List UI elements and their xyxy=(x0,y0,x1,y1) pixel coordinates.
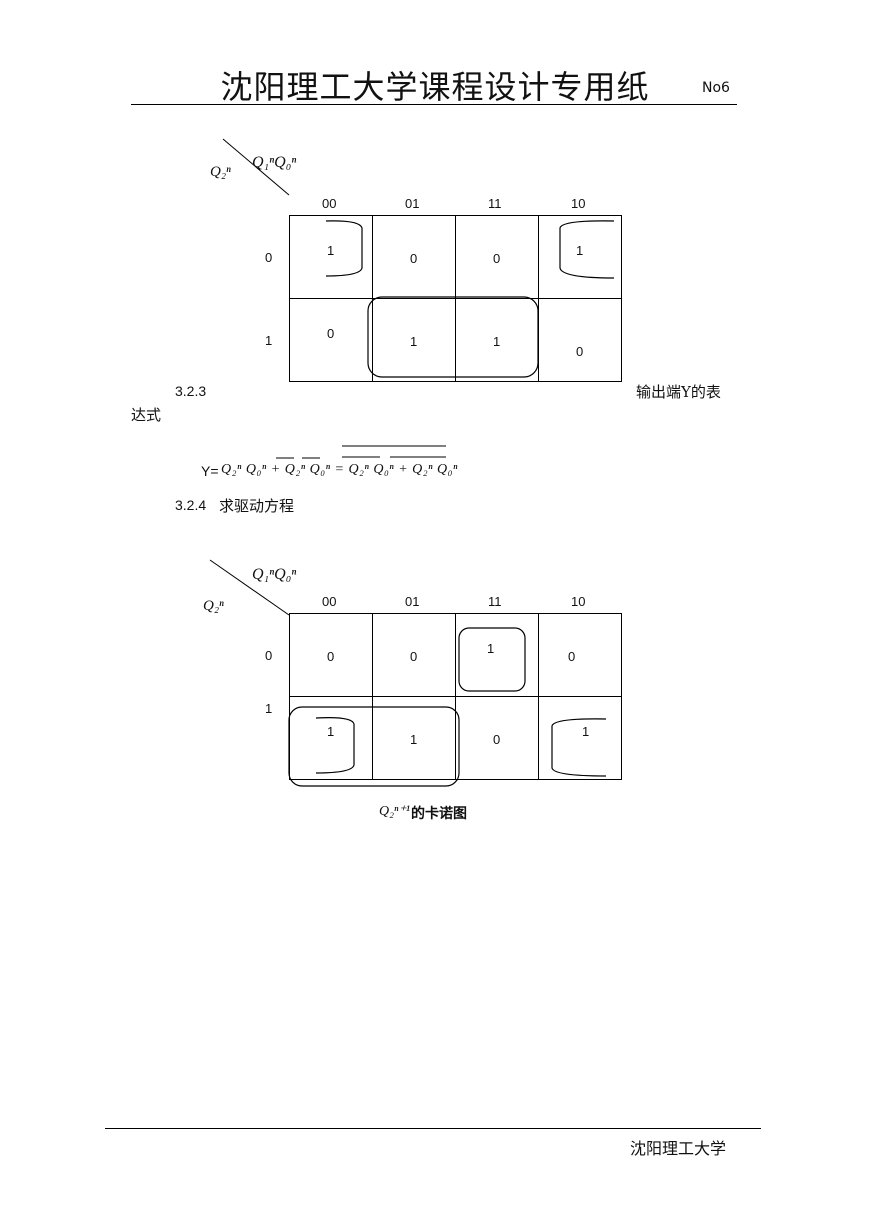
kmap-2-col-label: 11 xyxy=(488,594,502,609)
kmap-cell: 0 xyxy=(289,613,373,697)
kmap-cell: 0 xyxy=(538,298,622,382)
kmap-2-row-label: 0 xyxy=(265,648,273,663)
kmap-cell: 1 xyxy=(289,696,373,780)
equation-prefix: Y= xyxy=(201,463,219,479)
kmap-cell: 0 xyxy=(455,215,539,299)
kmap-2-row-label: 1 xyxy=(265,701,273,716)
kmap-1-col-label: 01 xyxy=(405,196,420,211)
section-3-2-4-title: 求驱动方程 xyxy=(219,497,295,515)
kmap-1-col-label: 00 xyxy=(322,196,337,211)
footer-text: 沈阳理工大学 xyxy=(630,1139,727,1158)
kmap-2-col-label: 10 xyxy=(571,594,586,609)
kmap-2-col-label: 01 xyxy=(405,594,420,609)
kmap-1-grid: 1 0 0 1 0 1 1 0 xyxy=(289,215,622,382)
section-3-2-3-wrap: 达式 xyxy=(131,406,162,424)
section-3-2-3-text: 输出端Y的表 xyxy=(636,383,721,401)
section-3-2-3-number: 3.2.3 xyxy=(175,383,207,399)
kmap-1-row-variable: Q₂ⁿ xyxy=(210,164,231,180)
kmap-cell: 0 xyxy=(289,298,373,382)
kmap-2-column-variable: Q₁ⁿQ₀ⁿ xyxy=(252,566,297,583)
page-title: 沈阳理工大学课程设计专用纸 xyxy=(220,68,650,106)
kmap-cell: 1 xyxy=(372,298,456,382)
equation-expression: Q₂ⁿ Q₀ⁿ + Q₂ⁿ Q₀ⁿ = Q₂ⁿ Q₀ⁿ + Q₂ⁿ Q₀ⁿ xyxy=(221,462,458,477)
footer-rule xyxy=(105,1128,761,1129)
kmap-2-row-variable: Q₂ⁿ xyxy=(203,598,224,614)
kmap-1-column-variable: Q₁ⁿQ₀ⁿ xyxy=(252,154,297,171)
kmap-1-col-label: 11 xyxy=(488,196,502,211)
kmap-1-row-label: 0 xyxy=(265,250,273,265)
section-3-2-4-number: 3.2.4 xyxy=(175,497,207,513)
header-rule xyxy=(131,104,737,105)
kmap-2-caption-text: 的卡诺图 xyxy=(411,806,467,822)
kmap-2-col-label: 00 xyxy=(322,594,337,609)
kmap-1-col-label: 10 xyxy=(571,196,586,211)
kmap-2-grid: 0 0 1 0 1 1 0 1 xyxy=(289,613,622,780)
kmap-cell: 1 xyxy=(538,215,622,299)
kmap-2-caption-variable: Q₂ⁿ⁺¹ xyxy=(379,804,410,819)
kmap-1-row-label: 1 xyxy=(265,333,273,348)
kmap-cell: 0 xyxy=(372,613,456,697)
kmap-cell: 0 xyxy=(455,696,539,780)
page-number: No6 xyxy=(702,80,730,96)
kmap-cell: 1 xyxy=(455,298,539,382)
